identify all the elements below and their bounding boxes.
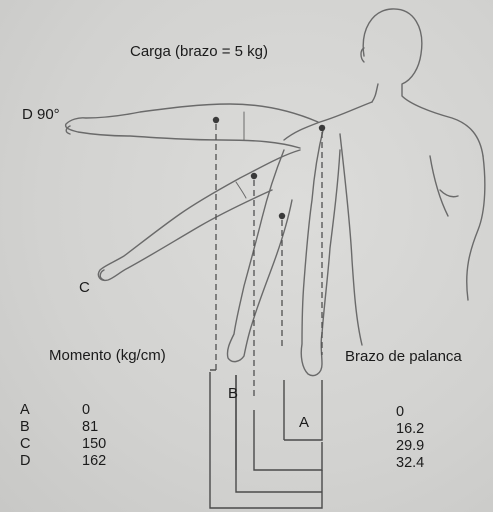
arm-d <box>66 104 318 148</box>
position-label-b: B <box>228 385 238 403</box>
com-dot-b <box>279 213 285 219</box>
diagram-title: Carga (brazo = 5 kg) <box>130 43 268 61</box>
com-dot-c <box>251 173 257 179</box>
lever-column: 0 16.2 29.9 32.4 <box>396 404 424 472</box>
row-pos: B <box>20 419 30 436</box>
lever-header: Brazo de palanca <box>345 348 462 366</box>
com-dot-shoulder <box>319 125 325 131</box>
row-moment: 0 <box>82 402 106 419</box>
row-pos: D <box>20 453 30 470</box>
row-moment: 162 <box>82 453 106 470</box>
row-lever: 32.4 <box>396 455 424 472</box>
row-pos: A <box>20 402 30 419</box>
position-label-d: D 90° <box>22 106 60 124</box>
neck-left <box>372 84 378 102</box>
torso-left <box>340 134 362 345</box>
row-pos: C <box>20 436 30 453</box>
com-dot-d <box>213 117 219 123</box>
row-lever: 29.9 <box>396 438 424 455</box>
bracket-c <box>236 375 254 470</box>
moment-header: Momento (kg/cm) <box>49 347 166 365</box>
row-lever: 16.2 <box>396 421 424 438</box>
row-moment: 81 <box>82 419 106 436</box>
row-lever: 0 <box>396 404 424 421</box>
moment-column: 0 81 150 162 <box>82 402 106 470</box>
head-outline <box>363 9 483 156</box>
arm-a <box>301 126 340 376</box>
row-moment: 150 <box>82 436 106 453</box>
arm-c <box>98 150 300 280</box>
position-label-a: A <box>299 414 309 432</box>
position-label-c: C <box>79 279 90 297</box>
position-column: A B C D <box>20 402 30 470</box>
torso-right <box>467 156 485 300</box>
